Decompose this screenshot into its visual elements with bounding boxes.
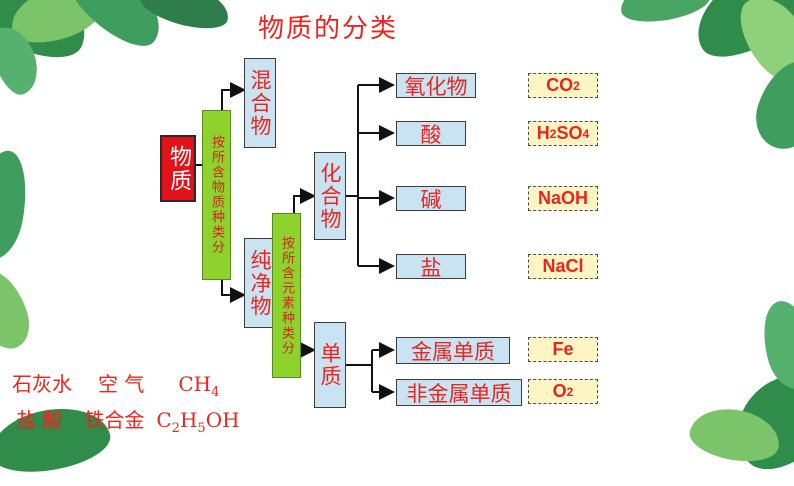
nonmetal-element-label: 非金属单质 [406,381,512,406]
acid-node: 酸 [396,121,466,147]
page-title: 物质的分类 [258,14,399,44]
simple-substance-node: 单质 [314,322,346,408]
mixture-label: 混合物 [248,68,272,138]
oxide-node: 氧化物 [396,73,476,99]
criterion-label: 按所含元素种类分 [279,235,294,356]
metal-element-node: 金属单质 [396,337,510,364]
pure-substance-node: 纯净物 [244,238,276,328]
formula-nacl: NaCl [528,254,598,279]
example-item: 铁合金 [84,408,145,432]
example-item: 石灰水 [12,372,72,396]
criterion-label: 按所含物质种类分 [209,135,224,255]
formula-subscript: 2 [566,384,574,399]
formula-text: O [552,381,567,401]
example-formula: C [156,408,172,432]
examples-line-1: 石灰水 空 气 CH4 [12,368,219,400]
oxide-label: 氧化物 [404,74,468,99]
pure-substance-label: 纯净物 [248,248,272,318]
formula-text: SO [556,123,583,143]
salt-node: 盐 [396,254,466,280]
example-item: 盐 酸 [16,408,63,432]
criterion-node-element-type: 按所含元素种类分 [272,213,301,378]
example-formula: CH [178,372,212,396]
formula-fe: Fe [528,337,598,362]
formula-naoh: NaOH [528,186,598,211]
nonmetal-element-node: 非金属单质 [396,379,522,406]
example-formula: H [179,408,198,432]
formula-subscript: 4 [582,126,590,141]
base-label: 碱 [420,187,442,212]
formula-subscript: 2 [573,78,580,93]
formula-text: NaCl [542,256,584,276]
formula-subscript: 2 [171,421,180,436]
examples-line-2: 盐 酸铁合金 C2H5OH [16,404,240,436]
example-item: 空 气 [98,372,145,396]
formula-subscript: 2 [549,126,557,141]
root-node: 物质 [160,135,196,202]
base-node: 碱 [396,186,466,212]
root-label: 物质 [166,144,191,193]
criterion-node-substance-type: 按所含物质种类分 [202,110,231,280]
acid-label: 酸 [420,122,442,147]
compound-label: 化合物 [318,161,342,231]
example-formula: OH [205,408,240,432]
formula-text: H [536,123,550,143]
salt-label: 盐 [420,255,442,280]
formula-text: CO [546,75,574,95]
mixture-node: 混合物 [244,58,276,148]
formula-subscript: 5 [197,421,206,436]
formula-subscript: 4 [211,385,220,400]
formula-text: NaOH [537,188,588,208]
simple-substance-label: 单质 [318,342,342,388]
formula-text: Fe [552,339,574,359]
compound-node: 化合物 [314,152,346,240]
metal-element-label: 金属单质 [411,339,495,364]
